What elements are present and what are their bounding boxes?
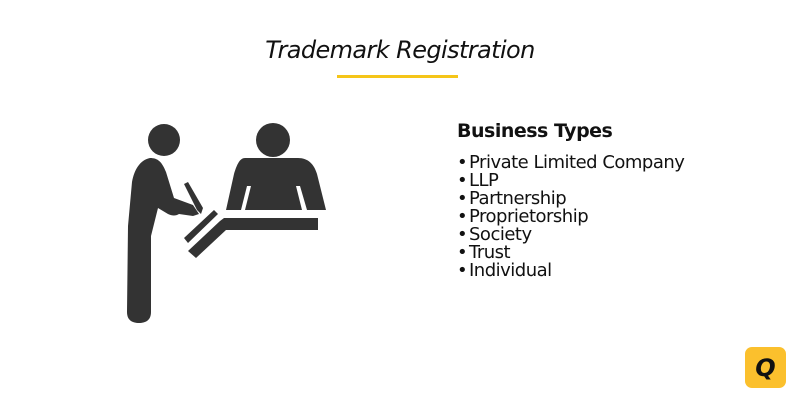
document-slip [184,210,218,243]
q-logo-letter: Q [755,353,776,382]
list-item: •LLP [457,172,777,190]
counter-desk [188,218,318,258]
list-item: •Society [457,226,777,244]
list-item: •Partnership [457,190,777,208]
bullet: • [457,152,468,173]
list-item: •Trust [457,244,777,262]
list-item-label: Individual [469,260,552,281]
list-item-label: Proprietorship [469,206,589,227]
bullet: • [457,260,468,281]
list-item: •Private Limited Company [457,154,777,172]
standing-person-head [148,124,180,156]
standing-person-body [127,158,199,323]
list-item-label: Society [469,224,532,245]
bullet: • [457,170,468,191]
seated-person-head [256,123,290,157]
pen [184,182,203,214]
q-logo-badge: Q [745,347,786,388]
business-types-heading: Business Types [457,120,613,142]
business-types-section: Business Types •Private Limited Company … [457,118,777,280]
list-item: •Proprietorship [457,208,777,226]
list-item-label: LLP [469,170,499,191]
business-types-list: •Private Limited Company •LLP •Partnersh… [457,154,777,280]
page-title: Trademark Registration [265,36,535,64]
bullet: • [457,242,468,263]
title-underline [337,75,458,78]
bullet: • [457,188,468,209]
seated-person-torso [226,158,326,210]
list-item-label: Partnership [469,188,567,209]
list-item-label: Trust [469,242,511,263]
bullet: • [457,206,468,227]
list-item: •Individual [457,262,777,280]
bullet: • [457,224,468,245]
person-signing-at-counter-icon [127,123,326,323]
list-item-label: Private Limited Company [469,152,685,173]
